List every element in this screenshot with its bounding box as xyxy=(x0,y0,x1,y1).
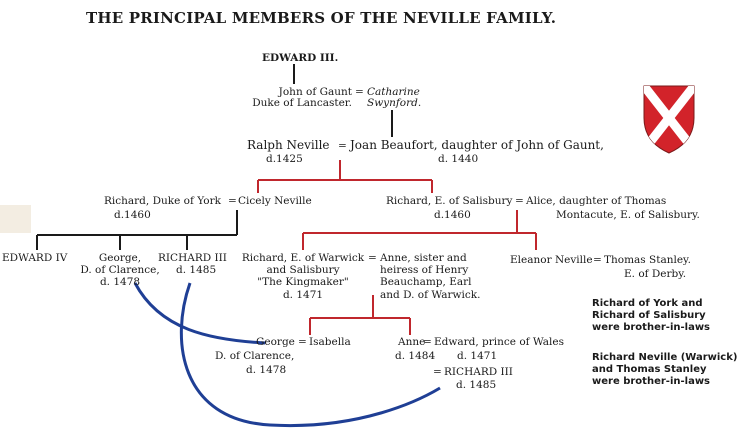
marriage-sign: = xyxy=(593,254,602,266)
person-george-b-line2: D. of Clarence, xyxy=(215,350,295,362)
person-richard-salisbury-death: d.1460 xyxy=(434,209,471,221)
person-george-line2: D. of Clarence, xyxy=(80,264,160,276)
person-warwick-line3: "The Kingmaker" xyxy=(257,276,349,288)
person-george-line3: d. 1478 xyxy=(99,276,141,288)
person-isabella: Isabella xyxy=(309,336,351,348)
person-ralph-death: d.1425 xyxy=(266,153,303,165)
person-edward-pw-death: d. 1471 xyxy=(457,350,498,362)
person-anne-beauchamp-line4: and D. of Warwick. xyxy=(380,289,481,301)
person-anne-beauchamp-line1: Anne, sister and xyxy=(380,252,467,264)
person-anne-neville-death: d. 1484 xyxy=(395,350,436,362)
arc-richard3 xyxy=(179,282,441,428)
person-anne-neville: Anne xyxy=(398,336,426,348)
person-richard3-b-death: d. 1485 xyxy=(456,379,497,391)
person-edward-pw: Edward, prince of Wales xyxy=(434,336,564,348)
person-warwick-line2: and Salisbury xyxy=(266,264,340,276)
person-cicely: Cicely Neville xyxy=(238,195,312,207)
person-catharine-line2: Swynford. xyxy=(367,97,422,109)
person-richard3-death: d. 1485 xyxy=(176,264,217,276)
marriage-sign: = xyxy=(368,252,377,264)
marriage-sign: = xyxy=(338,140,347,152)
person-anne-beauchamp-line3: Beauchamp, Earl xyxy=(380,276,472,288)
person-joan: Joan Beaufort, daughter of John of Gaunt… xyxy=(350,138,604,152)
marriage-sign: = xyxy=(423,336,432,348)
note-1-line2: Richard of Salisbury xyxy=(592,310,706,321)
note-1-line3: were brother-in-laws xyxy=(592,322,711,333)
neville-saltire-shield-icon xyxy=(643,85,695,154)
person-john-gaunt-line1: John of Gaunt xyxy=(278,86,352,98)
person-richard-york-death: d.1460 xyxy=(114,209,151,221)
note-1-line1: Richard of York and xyxy=(592,298,703,309)
person-alice-line1: Alice, daughter of Thomas xyxy=(526,195,667,207)
person-richard3: RICHARD III xyxy=(158,252,227,264)
person-eleanor: Eleanor Neville xyxy=(510,254,593,266)
person-ralph: Ralph Neville xyxy=(247,138,330,152)
marriage-sign: = xyxy=(355,86,364,98)
person-richard-york: Richard, Duke of York xyxy=(104,195,221,207)
person-george-b-line3: d. 1478 xyxy=(246,364,287,376)
person-thomas-stanley-line2: E. of Derby. xyxy=(624,268,687,280)
person-warwick-line4: d. 1471 xyxy=(282,289,324,301)
person-alice-line2: Montacute, E. of Salisbury. xyxy=(556,209,700,221)
marriage-sign: = xyxy=(228,195,237,207)
person-richard3-b: RICHARD III xyxy=(444,366,513,378)
person-catharine-line1: Catharine xyxy=(367,86,420,98)
note-2-line2: and Thomas Stanley xyxy=(592,364,707,375)
person-warwick-line1: Richard, E. of Warwick xyxy=(241,252,365,264)
person-george-b-line1: George xyxy=(256,336,295,348)
note-2-line1: Richard Neville (Warwick) xyxy=(592,352,738,363)
page-title: THE PRINCIPAL MEMBERS OF THE NEVILLE FAM… xyxy=(86,9,557,27)
person-edward3: EDWARD III. xyxy=(262,52,339,64)
marriage-sign: = xyxy=(433,366,442,378)
person-edward4: EDWARD IV xyxy=(2,252,68,264)
marriage-sign: = xyxy=(298,336,307,348)
person-richard-salisbury: Richard, E. of Salisbury xyxy=(386,195,513,207)
arc-george-clarence xyxy=(133,282,266,345)
beige-swatch xyxy=(0,205,31,233)
person-joan-death: d. 1440 xyxy=(438,153,479,165)
person-john-gaunt-line2: Duke of Lancaster. xyxy=(252,97,352,109)
person-anne-beauchamp-line2: heiress of Henry xyxy=(380,264,469,276)
marriage-sign: = xyxy=(515,195,524,207)
note-2-line3: were brother-in-laws xyxy=(592,376,711,387)
person-thomas-stanley-line1: Thomas Stanley. xyxy=(604,254,691,266)
person-george-line1: George, xyxy=(98,252,142,264)
